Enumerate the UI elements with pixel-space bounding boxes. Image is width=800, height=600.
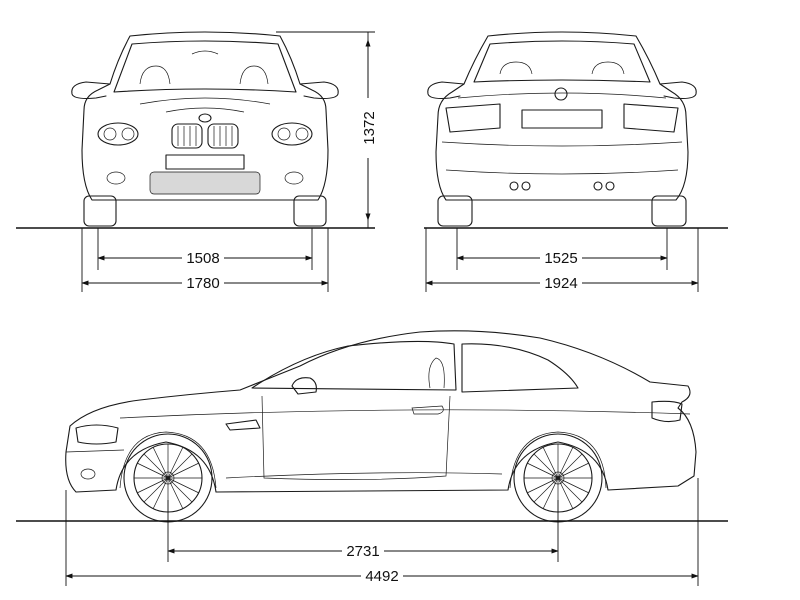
- side-view: [16, 330, 728, 523]
- height-label: 1372: [361, 111, 378, 144]
- wheelbase-label: 2731: [346, 543, 379, 560]
- rear-width-label: 1924: [544, 275, 577, 292]
- rear-view: [424, 31, 728, 229]
- rear-track-label: 1525: [544, 250, 577, 267]
- front-width-label: 1780: [186, 275, 219, 292]
- overall-length-label: 4492: [365, 568, 398, 585]
- front-track-label: 1508: [186, 250, 219, 267]
- dimension-lines: [65, 32, 699, 586]
- front-view: [16, 31, 375, 229]
- dimension-labels: 1372 1508 1780 1525 1924 2731 4492: [182, 98, 582, 585]
